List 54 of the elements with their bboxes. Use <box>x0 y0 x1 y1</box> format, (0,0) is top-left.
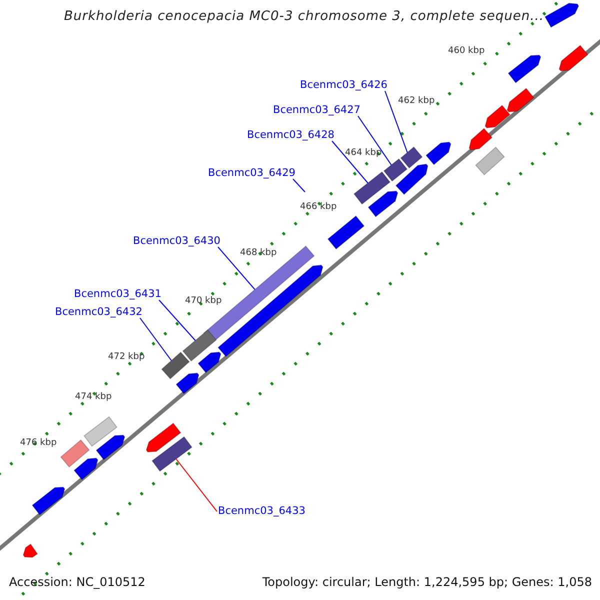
leader-line <box>176 458 218 512</box>
scale-label: 472 kbp <box>108 353 145 362</box>
gene-label: Bcenmc03_6430 <box>133 236 220 246</box>
footer-text: Topology: circular; Length: 1,224,595 bp; Genes: 1,058 <box>262 576 592 588</box>
gene-feature <box>544 2 580 28</box>
leader-line <box>358 116 392 166</box>
gene-feature <box>198 352 222 374</box>
leader-line <box>218 246 256 290</box>
gene-bar <box>152 436 192 472</box>
leader-line <box>140 318 172 361</box>
gene-bar <box>400 146 423 169</box>
scale-label: 474 kbp <box>75 393 112 402</box>
scale-label: 476 kbp <box>20 439 57 448</box>
leader-line <box>332 140 368 184</box>
scale-label: 462 kbp <box>398 97 435 106</box>
scale-label: 468 kbp <box>240 249 277 258</box>
gene-feature <box>22 544 38 558</box>
gene-label: Bcenmc03_6429 <box>208 168 296 178</box>
gene-feature <box>96 434 126 460</box>
gene-bar <box>60 439 90 468</box>
gene-feature <box>508 54 542 84</box>
gene-bar <box>383 158 408 182</box>
gene-feature <box>468 128 493 150</box>
diagram-title: Burkholderia cenocepacia MC0-3 chromosome 3, complete sequen... <box>64 10 544 23</box>
gene-bar <box>84 416 118 447</box>
gene-feature <box>558 44 588 72</box>
leader-line <box>158 300 196 341</box>
scale-label: 470 kbp <box>185 297 222 306</box>
gene-feature <box>176 372 200 394</box>
gene-feature <box>32 486 66 516</box>
gene-feature <box>484 104 510 128</box>
gene-label: Bcenmc03_6427 <box>273 105 360 116</box>
gene-feature <box>74 458 98 480</box>
gene-feature <box>395 164 428 195</box>
leader-line <box>292 178 306 192</box>
scale-label: 464 kbp <box>345 149 382 158</box>
gene-feature <box>146 422 182 452</box>
gene-feature <box>426 142 452 166</box>
gene-bar <box>353 171 391 205</box>
gene-bar <box>475 146 505 176</box>
gene-label: Bcenmc03_6428 <box>247 130 334 140</box>
footer-text: Accession: NC_010512 <box>9 576 146 588</box>
gene-feature <box>368 190 398 218</box>
gene-feature <box>506 88 534 112</box>
leader-line <box>384 90 408 153</box>
scale-label: 466 kbp <box>300 203 337 212</box>
gene-bar <box>327 215 365 250</box>
scale-label: 460 kbp <box>448 47 485 56</box>
gene-label: Bcenmc03_6432 <box>55 307 142 318</box>
gene-label: Bcenmc03_6426 <box>300 80 388 90</box>
gene-bar <box>182 329 217 362</box>
gene-bar <box>161 352 190 380</box>
gene-label: Bcenmc03_6431 <box>74 289 162 300</box>
gene-label: Bcenmc03_6433 <box>218 506 306 516</box>
